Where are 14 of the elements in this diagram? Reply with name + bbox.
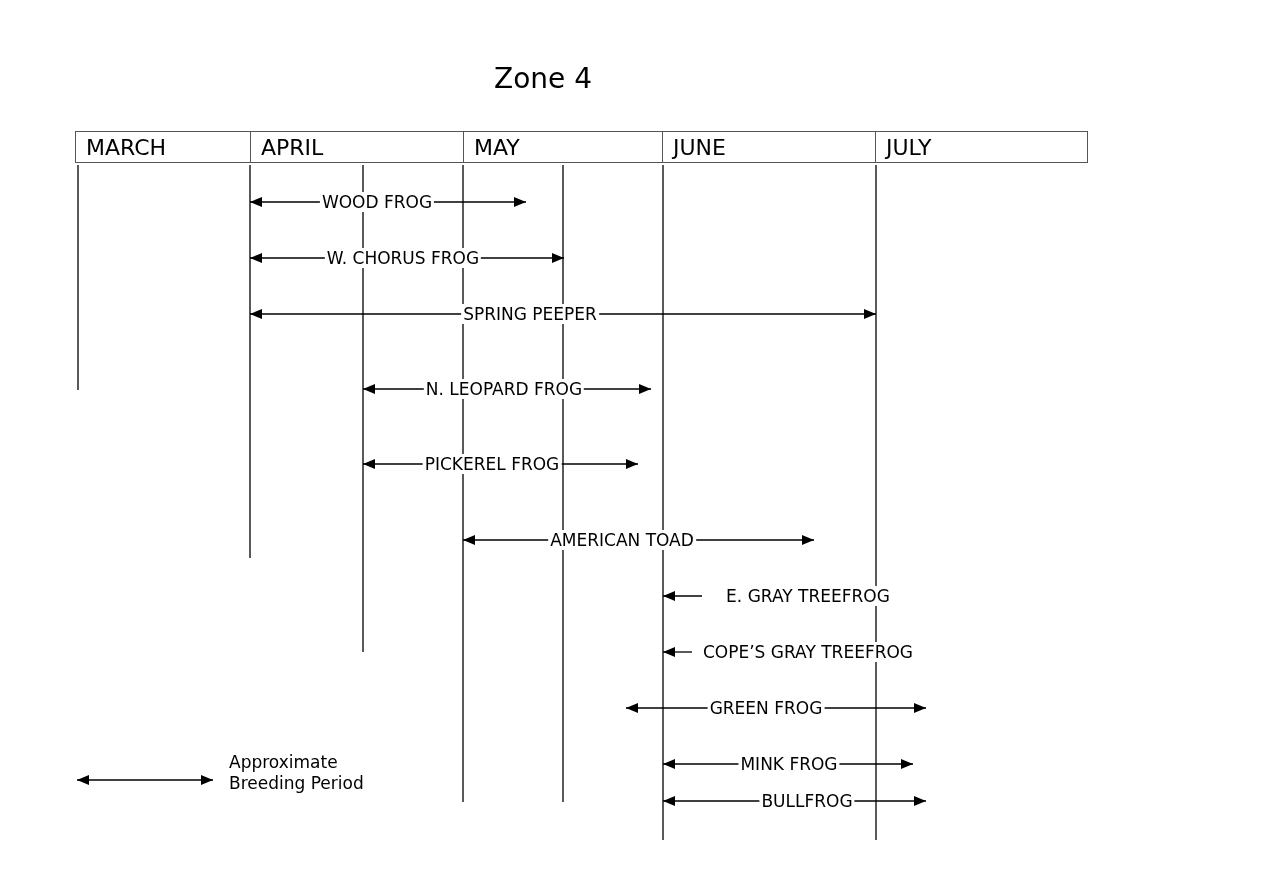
species-label: PICKEREL FROG [422, 454, 562, 474]
species-label: E. GRAY TREEFROG [724, 586, 892, 606]
month-header: MARCH [75, 131, 251, 163]
month-header: JULY [875, 131, 1088, 163]
species-label: WOOD FROG [319, 192, 435, 212]
species-label: SPRING PEEPER [461, 304, 599, 324]
month-header: APRIL [250, 131, 464, 163]
species-label: W. CHORUS FROG [324, 248, 482, 268]
species-label: AMERICAN TOAD [548, 530, 696, 550]
chart-title: Zone 4 [494, 62, 592, 95]
month-header: JUNE [662, 131, 876, 163]
species-label: N. LEOPARD FROG [423, 379, 585, 399]
month-header: MAY [463, 131, 663, 163]
legend-text: Approximate Breeding Period [229, 752, 365, 794]
